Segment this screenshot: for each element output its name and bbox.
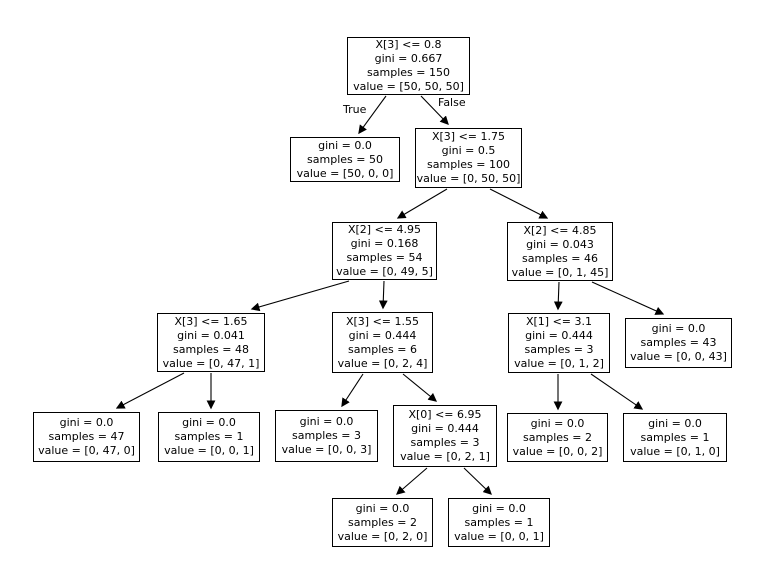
- edge-root-to-l2-left-leaf: [358, 95, 387, 135]
- node-value: value = [0, 0, 1]: [164, 444, 254, 457]
- node-gini: gini = 0.5: [441, 144, 496, 157]
- edge-l4-node-a-to-l5-leaf-1: [115, 372, 185, 409]
- tree-node-l2-right: X[3] <= 1.75 gini = 0.5 samples = 100 va…: [415, 128, 522, 188]
- node-samples: samples = 150: [367, 66, 450, 79]
- node-samples: samples = 2: [523, 430, 592, 444]
- tree-node-l3-left: X[2] <= 4.95 gini = 0.168 samples = 54 v…: [332, 222, 437, 280]
- edge-label-false: False: [438, 96, 466, 109]
- node-gini: gini = 0.041: [177, 328, 245, 342]
- edge-l4-node-b-to-l5-node-e: [402, 373, 438, 402]
- tree-node-root: X[3] <= 0.8 gini = 0.667 samples = 150 v…: [347, 37, 470, 95]
- node-value: value = [50, 0, 0]: [296, 166, 394, 180]
- tree-node-l4-node-b: X[3] <= 1.55 gini = 0.444 samples = 6 va…: [332, 312, 433, 373]
- node-value: value = [0, 1, 0]: [630, 444, 720, 458]
- tree-node-l4-leaf-d: gini = 0.0 samples = 43 value = [0, 0, 4…: [625, 318, 732, 368]
- node-condition: X[2] <= 4.85: [523, 223, 597, 237]
- node-value: value = [0, 0, 43]: [630, 350, 727, 363]
- tree-node-l4-node-a: X[3] <= 1.65 gini = 0.041 samples = 48 v…: [157, 313, 265, 372]
- node-gini: gini = 0.0: [472, 501, 526, 515]
- edge-l3-right-to-l4-leaf-d: [591, 281, 665, 315]
- node-value: value = [0, 47, 0]: [38, 444, 135, 457]
- tree-node-l4-node-c: X[1] <= 3.1 gini = 0.444 samples = 3 val…: [508, 313, 610, 373]
- node-value: value = [0, 50, 50]: [416, 172, 521, 185]
- node-gini: gini = 0.0: [299, 415, 354, 428]
- node-gini: gini = 0.0: [648, 416, 702, 430]
- node-samples: samples = 1: [640, 430, 710, 444]
- node-samples: samples = 46: [522, 251, 598, 265]
- tree-node-l5-leaf-1: gini = 0.0 samples = 47 value = [0, 47, …: [33, 412, 140, 462]
- edge-l5-node-e-to-l6-leaf-1: [396, 467, 428, 495]
- node-samples: samples = 6: [348, 342, 417, 356]
- tree-node-l6-leaf-1: gini = 0.0 samples = 2 value = [0, 2, 0]: [332, 498, 433, 547]
- tree-node-l5-node-e: X[0] <= 6.95 gini = 0.444 samples = 3 va…: [393, 405, 497, 467]
- node-value: value = [0, 47, 1]: [162, 356, 260, 370]
- edge-l2-right-to-l3-left: [396, 188, 448, 219]
- tree-node-l2-left-leaf: gini = 0.0 samples = 50 value = [50, 0, …: [290, 137, 400, 182]
- node-gini: gini = 0.043: [526, 237, 594, 251]
- node-gini: gini = 0.0: [355, 501, 410, 515]
- node-value: value = [0, 1, 45]: [511, 265, 609, 279]
- node-samples: samples = 47: [48, 430, 125, 443]
- node-gini: gini = 0.0: [318, 138, 372, 152]
- node-gini: gini = 0.0: [182, 416, 236, 429]
- node-gini: gini = 0.444: [525, 329, 593, 342]
- node-samples: samples = 48: [173, 342, 249, 356]
- node-samples: samples = 1: [464, 515, 534, 529]
- edge-l3-left-to-l4-node-b: [378, 280, 388, 310]
- edge-root-to-l2-right: [420, 95, 449, 125]
- node-condition: X[1] <= 3.1: [525, 315, 593, 328]
- node-value: value = [0, 1, 2]: [514, 357, 604, 370]
- node-gini: gini = 0.0: [59, 416, 114, 429]
- node-condition: X[2] <= 4.95: [347, 223, 422, 236]
- node-gini: gini = 0.444: [411, 422, 479, 435]
- node-samples: samples = 100: [427, 158, 510, 171]
- node-value: value = [0, 0, 3]: [281, 443, 372, 456]
- node-gini: gini = 0.0: [651, 322, 706, 335]
- tree-node-l3-right: X[2] <= 4.85 gini = 0.043 samples = 46 v…: [507, 222, 613, 281]
- node-value: value = [0, 0, 2]: [512, 444, 603, 458]
- node-samples: samples = 2: [348, 515, 417, 529]
- node-samples: samples = 1: [174, 430, 244, 443]
- node-samples: samples = 3: [524, 343, 594, 356]
- tree-node-l5-leaf-5: gini = 0.0 samples = 2 value = [0, 0, 2]: [507, 413, 608, 462]
- node-samples: samples = 50: [307, 152, 383, 166]
- node-value: value = [0, 0, 1]: [454, 529, 544, 543]
- node-gini: gini = 0.444: [348, 328, 417, 342]
- node-value: value = [0, 2, 1]: [400, 450, 490, 463]
- node-samples: samples = 3: [410, 436, 480, 449]
- node-samples: samples = 43: [640, 336, 717, 349]
- edge-l4-node-c-to-l5-leaf-6: [590, 373, 644, 410]
- edge-l4-node-b-to-l5-leaf-3: [341, 373, 364, 408]
- tree-node-l6-leaf-2: gini = 0.0 samples = 1 value = [0, 0, 1]: [448, 498, 550, 547]
- edge-l3-left-to-l4-node-a: [250, 280, 350, 312]
- node-samples: samples = 54: [346, 251, 423, 264]
- node-value: value = [0, 49, 5]: [336, 265, 433, 278]
- node-condition: X[0] <= 6.95: [408, 408, 482, 421]
- node-gini: gini = 0.0: [530, 416, 585, 430]
- node-gini: gini = 0.168: [350, 237, 419, 250]
- tree-node-l5-leaf-2: gini = 0.0 samples = 1 value = [0, 0, 1]: [158, 412, 260, 462]
- node-value: value = [50, 50, 50]: [353, 80, 464, 93]
- tree-node-l5-leaf-6: gini = 0.0 samples = 1 value = [0, 1, 0]: [623, 413, 727, 462]
- edge-l5-node-e-to-l6-leaf-2: [463, 467, 492, 495]
- node-condition: X[3] <= 1.55: [345, 314, 420, 328]
- edge-l3-right-to-l4-node-c: [553, 281, 563, 311]
- edge-l2-right-to-l3-right: [489, 188, 549, 219]
- node-value: value = [0, 2, 4]: [337, 356, 428, 370]
- node-condition: X[3] <= 1.65: [174, 314, 248, 328]
- node-gini: gini = 0.667: [374, 52, 443, 65]
- tree-node-l5-leaf-3: gini = 0.0 samples = 3 value = [0, 0, 3]: [275, 410, 378, 462]
- node-condition: X[3] <= 1.75: [431, 130, 506, 143]
- edge-label-true: True: [343, 103, 367, 116]
- node-samples: samples = 3: [292, 429, 361, 442]
- node-value: value = [0, 2, 0]: [337, 529, 428, 543]
- node-condition: X[3] <= 0.8: [375, 38, 442, 51]
